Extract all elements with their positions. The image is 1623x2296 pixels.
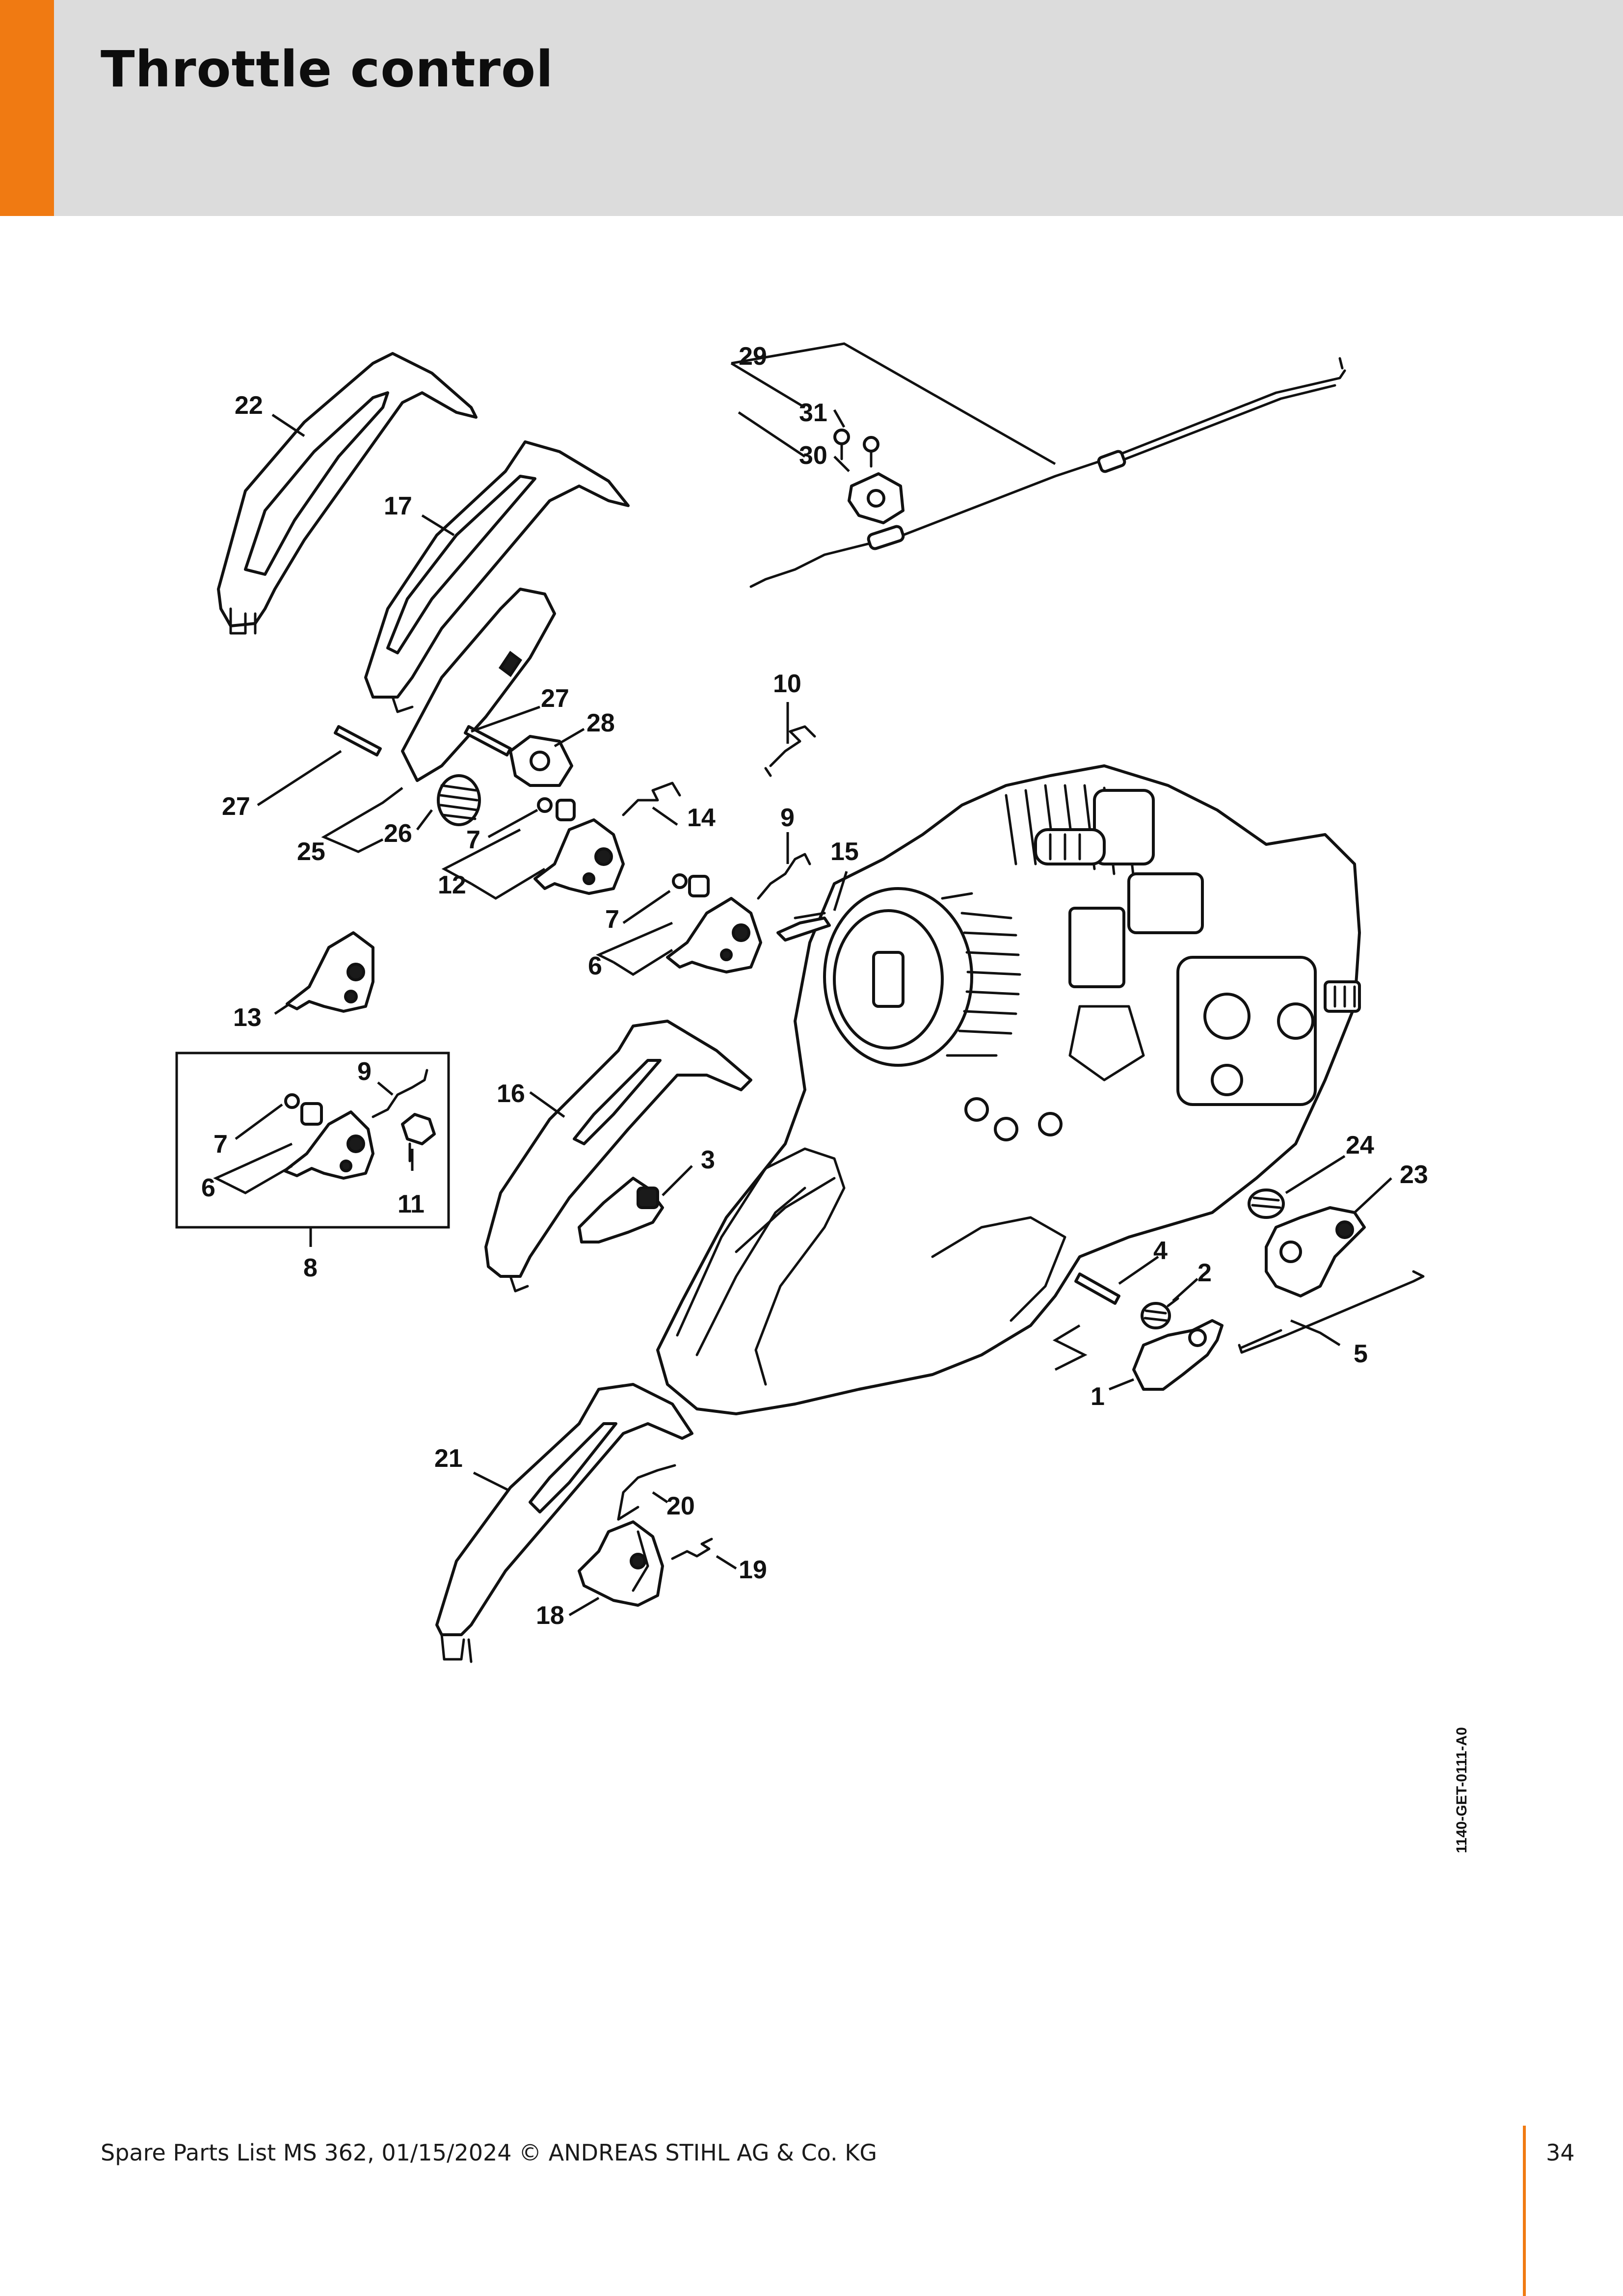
footer-divider [1523, 2126, 1526, 2296]
part-15-leaf-spring [776, 912, 831, 942]
callout-14: 14 [687, 804, 716, 832]
callout-8: 8 [303, 1254, 318, 1282]
callout-7-middle: 7 [605, 905, 619, 934]
part-9-wire-spring [757, 853, 811, 900]
part-31-screw-b [863, 436, 879, 468]
callout-25: 25 [297, 837, 325, 866]
part-23-throttle-trigger [1265, 1206, 1366, 1297]
part-6-throttle-lock [666, 897, 762, 973]
part-26-spring [437, 774, 481, 826]
callout-26: 26 [384, 819, 412, 848]
part-20-wire-spring [617, 1464, 676, 1521]
callout-6-kit: 6 [201, 1174, 215, 1202]
part-3-throttle-trigger-cover [578, 1177, 664, 1243]
footer-copyright: Spare Parts List MS 362, 01/15/2024 © AN… [101, 2139, 878, 2166]
callout-15: 15 [830, 837, 859, 866]
part-16-handle-molding [484, 1020, 752, 1293]
callout-7-upper: 7 [466, 826, 480, 854]
part-7-bushing-a [537, 797, 576, 821]
callout-18: 18 [536, 1601, 564, 1630]
part-12-throttle-lock [533, 818, 625, 895]
callout-27-upper: 27 [541, 684, 569, 713]
part-6-throttle-lock-kit [283, 1110, 374, 1180]
drawing-code-text: 1140-GET-0111-A0 [1454, 1727, 1470, 1853]
part-30-cable-clamp [848, 472, 905, 524]
engine-housing [656, 764, 1361, 1415]
part-7-bushing-kit [284, 1093, 323, 1126]
callout-numbers: 22 17 29 31 30 10 27 28 27 26 25 7 12 14… [201, 342, 1428, 1630]
callout-22: 22 [235, 391, 263, 420]
callout-9-upper: 9 [780, 804, 795, 832]
callout-29: 29 [739, 342, 767, 371]
part-17-handle-molding [364, 440, 630, 713]
callout-27-lower: 27 [222, 792, 250, 821]
part-10-wire-spring [764, 725, 816, 777]
part-28-clamp-block [509, 735, 573, 787]
air-filter [823, 887, 1021, 1067]
callout-1: 1 [1091, 1382, 1105, 1411]
part-7-bushing-b [672, 873, 710, 897]
callout-13: 13 [233, 1003, 262, 1032]
callout-9-kit: 9 [357, 1057, 372, 1086]
kit-8-box [175, 1052, 450, 1229]
part-14-wire-spring [622, 782, 681, 816]
callout-5: 5 [1354, 1340, 1368, 1368]
part-27-pin-left [334, 725, 382, 756]
part-4-pin [1074, 1272, 1120, 1305]
part-5-throttle-rod [1238, 1270, 1425, 1354]
part-1-throttle-trigger [1132, 1319, 1224, 1391]
crankcase-detail [964, 872, 1361, 1141]
part-24-spring [1248, 1189, 1285, 1219]
callout-10: 10 [773, 670, 801, 698]
part-27-pin-right [464, 725, 512, 756]
part-31-screw-a [833, 429, 850, 460]
cylinder-fins [1005, 784, 1155, 880]
part-11-buffer [401, 1113, 436, 1162]
callout-23: 23 [1400, 1161, 1428, 1189]
callout-11: 11 [398, 1190, 425, 1218]
callout-16: 16 [497, 1080, 525, 1108]
part-19-leaf-spring [671, 1538, 713, 1560]
part-22-handle-molding [217, 352, 478, 635]
part-13-throttle-lock [286, 931, 374, 1013]
part-29-throttle-cable [749, 357, 1346, 588]
leader-lines [213, 342, 1392, 1617]
part-21-handle-molding [435, 1383, 693, 1663]
callout-2: 2 [1197, 1259, 1212, 1287]
callout-28: 28 [586, 709, 615, 737]
callout-21: 21 [434, 1444, 463, 1473]
drawing-code: 1140-GET-0111-A0 [1454, 1716, 1473, 1853]
part-2-torsion-spring [1141, 1297, 1179, 1329]
callout-17: 17 [384, 492, 412, 520]
callout-12: 12 [438, 871, 466, 899]
callout-6-upper: 6 [588, 952, 602, 980]
accent-bar [0, 0, 54, 216]
callout-31: 31 [799, 399, 827, 427]
callout-19: 19 [739, 1556, 767, 1584]
page-title: Throttle control [101, 40, 554, 99]
callout-4: 4 [1153, 1237, 1168, 1265]
header-band [0, 0, 1623, 216]
part-25-trigger-housing [401, 588, 556, 782]
callout-7-kit: 7 [213, 1130, 228, 1159]
callout-3: 3 [701, 1146, 715, 1174]
page-number: 34 [1546, 2139, 1575, 2166]
callout-24: 24 [1346, 1131, 1374, 1160]
callout-20: 20 [666, 1492, 695, 1520]
part-18-throttle-lock [578, 1520, 664, 1607]
callout-30: 30 [799, 441, 827, 470]
part-9-wire-spring-kit [372, 1069, 428, 1118]
